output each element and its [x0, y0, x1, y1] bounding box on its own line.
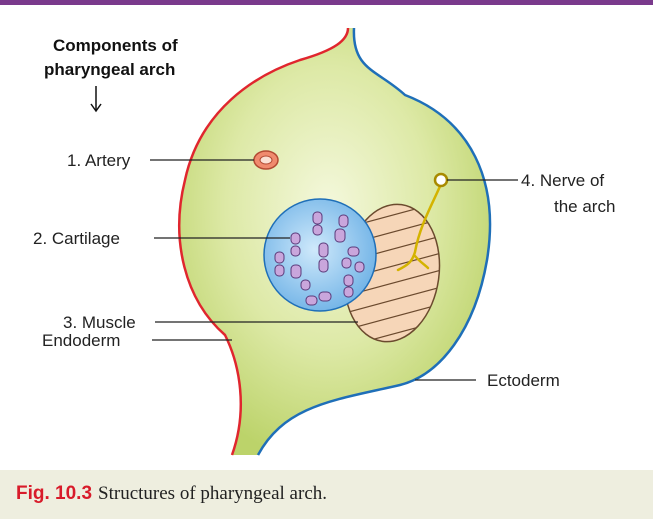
nerve-label-line-2: the arch — [554, 197, 615, 216]
cartilage-label: 2. Cartilage — [33, 229, 120, 248]
heading-line-2: pharyngeal arch — [44, 60, 175, 79]
muscle-label: 3. Muscle — [63, 313, 136, 332]
figure-caption: Fig. 10.3 Structures of pharyngeal arch. — [16, 483, 327, 505]
heading-line-1: Components of — [53, 36, 178, 55]
endoderm-label: Endoderm — [42, 331, 120, 350]
nerve-label-line-1: 4. Nerve of — [521, 171, 604, 190]
cartilage-shape — [264, 199, 376, 311]
down-arrow-icon — [91, 86, 101, 111]
figure-number: Fig. 10.3 — [16, 483, 92, 504]
caption-text: Structures of pharyngeal arch. — [98, 483, 327, 504]
ectoderm-label: Ectoderm — [487, 371, 560, 390]
nerve-ganglion — [435, 174, 447, 186]
artery-label: 1. Artery — [67, 151, 131, 170]
pharyngeal-arch-diagram: Components of pharyngeal arch 1. Artery … — [0, 0, 653, 470]
